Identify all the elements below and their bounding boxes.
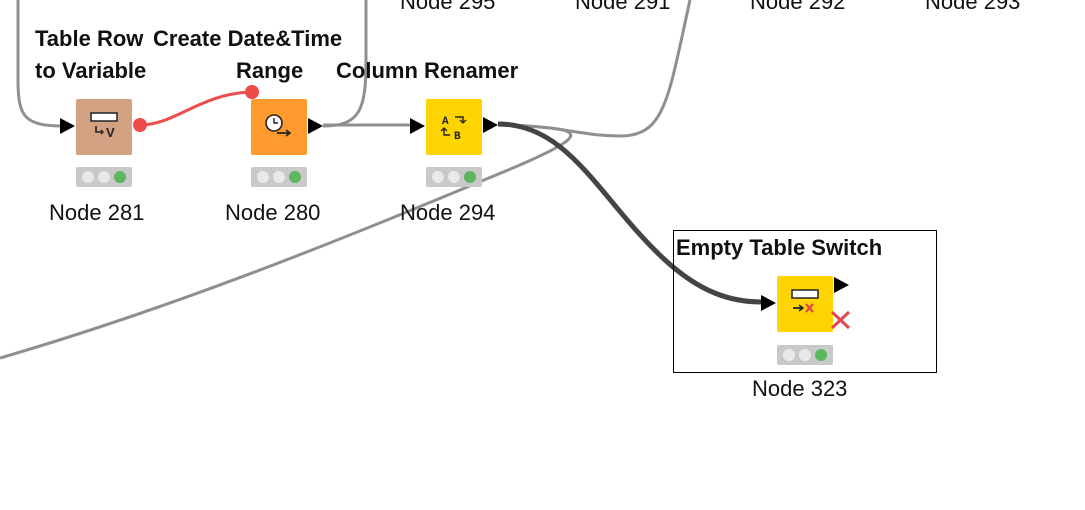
inactive-port-x-icon[interactable] (830, 310, 852, 330)
node-294-input-port[interactable] (410, 118, 425, 134)
node-281-status-indicator (76, 167, 132, 187)
node-323-selection-box (673, 230, 937, 373)
node-281-title-line2[interactable]: to Variable (35, 58, 147, 83)
node-323-output-port-active[interactable] (834, 277, 849, 293)
node-323-caption[interactable]: Node 323 (752, 376, 848, 401)
connection-wire[interactable] (497, 0, 692, 138)
node-280-status-indicator (251, 167, 307, 187)
node-281-title-line1[interactable]: Table Row (35, 26, 144, 51)
node-294-caption[interactable]: Node 294 (400, 200, 496, 225)
svg-text:A: A (442, 116, 449, 128)
node-323-empty-table-switch[interactable] (777, 276, 833, 332)
node-292-caption: Node 292 (750, 0, 846, 14)
node-281-flow-variable-output-port[interactable] (133, 118, 147, 132)
node-280-create-date-time-range[interactable] (251, 99, 307, 155)
node-291-caption: Node 291 (575, 0, 671, 14)
node-295-caption: Node 295 (400, 0, 496, 14)
node-294-status-indicator (426, 167, 482, 187)
node-280-title-line1[interactable]: Create Date&Time (153, 26, 343, 51)
node-323-status-indicator (777, 345, 833, 365)
connection-wire[interactable] (0, 123, 573, 360)
svg-text:B: B (454, 131, 461, 143)
node-293-caption: Node 293 (925, 0, 1021, 14)
table-to-variable-icon: V (90, 112, 118, 140)
empty-table-switch-icon (791, 289, 819, 313)
node-281-caption[interactable]: Node 281 (49, 200, 145, 225)
node-294-title[interactable]: Column Renamer (336, 58, 519, 83)
flow-variable-wire[interactable] (139, 90, 251, 127)
node-280-title-line2[interactable]: Range (236, 58, 304, 83)
node-294-column-renamer[interactable]: A B (426, 99, 482, 155)
node-280-output-port[interactable] (308, 118, 323, 134)
node-280-flow-variable-input-port[interactable] (245, 85, 259, 99)
node-294-output-port[interactable] (483, 117, 498, 133)
node-323-input-port[interactable] (761, 295, 776, 311)
svg-text:V: V (106, 125, 115, 140)
node-281-table-row-to-variable[interactable]: V (76, 99, 132, 155)
connection-wire[interactable] (16, 0, 66, 128)
connection-wire-selected[interactable] (497, 121, 763, 305)
node-280-caption[interactable]: Node 280 (225, 200, 321, 225)
node-323-title[interactable]: Empty Table Switch (676, 235, 883, 260)
node-281-input-port[interactable] (60, 118, 75, 134)
rename-column-icon: A B (440, 116, 467, 143)
clock-arrow-icon (265, 114, 292, 137)
